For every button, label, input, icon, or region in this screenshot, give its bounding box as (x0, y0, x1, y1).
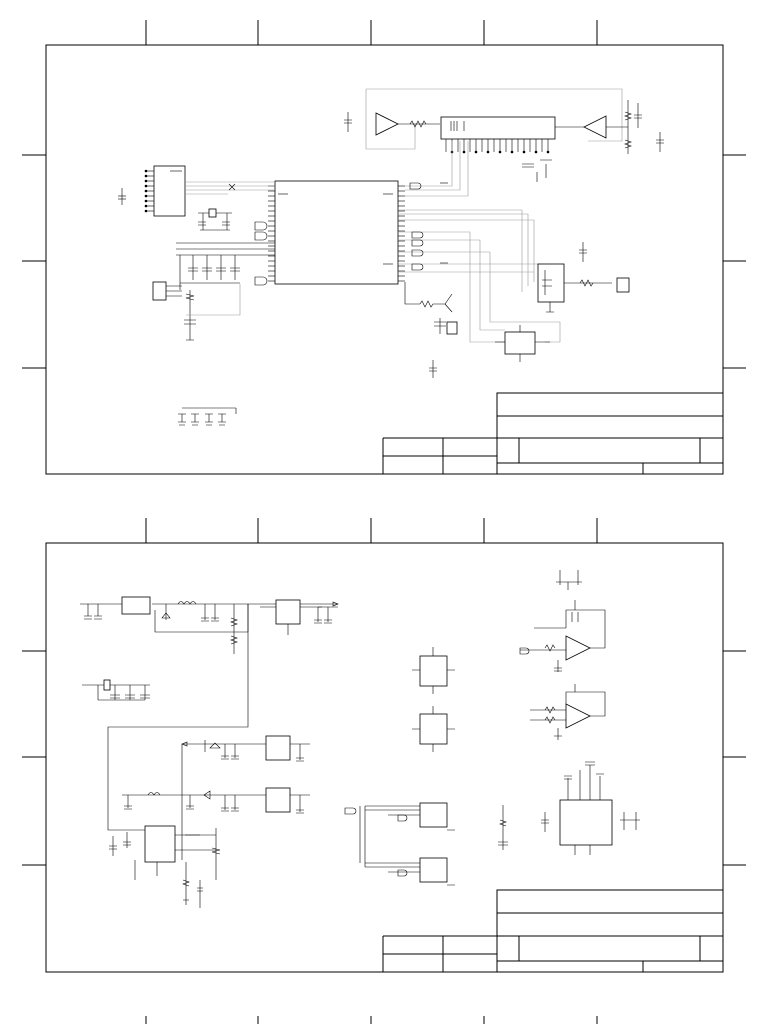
regulator-mid (181, 735, 310, 860)
jack-interface (537, 242, 630, 313)
connector-small (152, 281, 182, 301)
junction-dot (144, 174, 148, 178)
mounting-hole-icon (178, 413, 186, 426)
junction-dot (144, 184, 148, 188)
driver-ic-pins (445, 139, 550, 154)
header-block-1 (365, 802, 455, 831)
ic-bottom-right (498, 761, 640, 855)
junction-dot (462, 150, 466, 154)
sheet-2 (45, 542, 724, 973)
junction-dot (144, 204, 148, 208)
junction-dot (474, 150, 478, 154)
mounting-hole-icon (205, 413, 213, 426)
sheet-1-border (45, 44, 724, 475)
small-regulator (82, 679, 150, 701)
opamp-right-2 (530, 684, 606, 740)
junction-dot (522, 150, 526, 154)
opamp-right-1 (519, 600, 606, 672)
sheet-2-title-block (382, 889, 724, 973)
junction-dot (144, 194, 148, 198)
junction-dot (534, 150, 538, 154)
interface-block-bottom (495, 325, 550, 362)
junction-dot (144, 179, 148, 183)
junction-dot (510, 150, 514, 154)
decoupling-caps (176, 242, 275, 290)
transistor-stage (404, 282, 458, 378)
sheet-1-title-block (382, 392, 724, 475)
junction-dot (144, 209, 148, 213)
regulator-lower (122, 787, 310, 814)
junction-dot (486, 150, 490, 154)
switching-ic (109, 825, 221, 908)
junction-dot (144, 169, 148, 173)
zone-ticks (22, 20, 746, 1024)
junction-dot (546, 150, 550, 154)
header-block-2 (365, 857, 455, 886)
junction-dot (144, 189, 148, 193)
driver-ic (440, 116, 556, 140)
junction-dot (144, 199, 148, 203)
connector-pins (144, 169, 154, 213)
opamp-top-left (344, 88, 623, 150)
microcontroller-ic (274, 180, 399, 285)
crystal-oscillator (198, 208, 232, 231)
opamp-top-right (555, 100, 664, 154)
crystal-module-2 (412, 706, 455, 752)
mounting-hole-icon (218, 413, 226, 426)
sheet-1 (45, 44, 724, 475)
junction-dot (498, 150, 502, 154)
mcu-pins-right (398, 185, 405, 282)
connector-ic-left (153, 165, 186, 217)
mounting-holes (178, 407, 237, 426)
power-input-regulator (80, 596, 338, 831)
terminal-top-right (556, 570, 582, 590)
sheet-2-border (45, 542, 724, 973)
crystal-module-1 (412, 647, 455, 694)
ldo-regulator-top (266, 599, 338, 635)
mcu-pins-left (268, 185, 275, 282)
mounting-hole-icon (191, 413, 199, 426)
